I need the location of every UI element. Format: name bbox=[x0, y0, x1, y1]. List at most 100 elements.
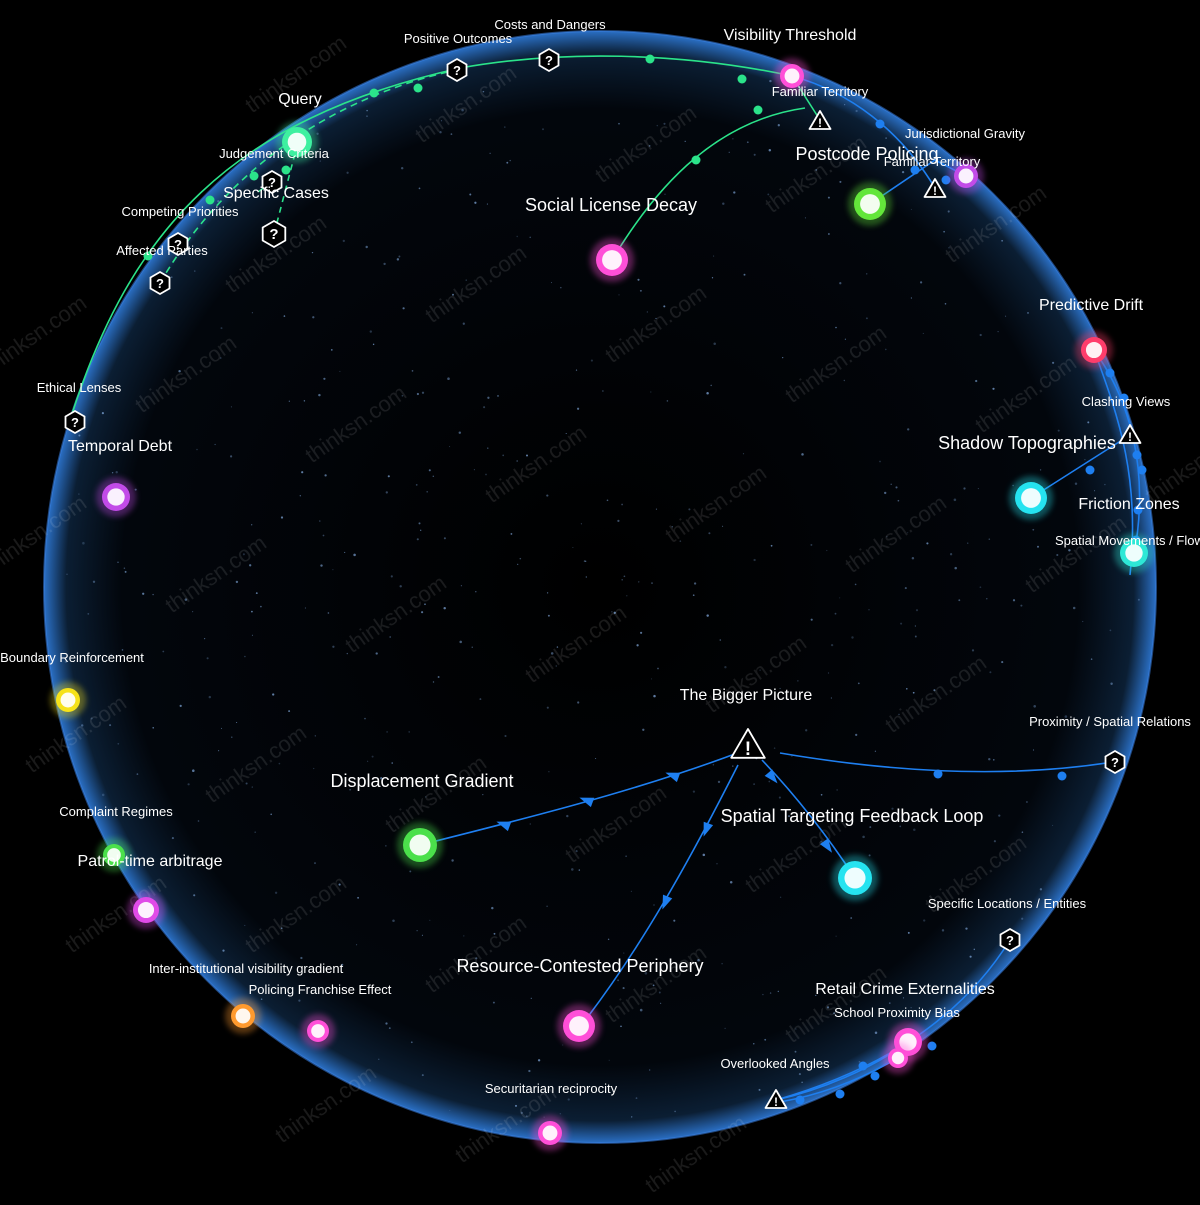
star bbox=[1072, 606, 1076, 610]
star bbox=[712, 764, 715, 766]
node-resource-contested-periphery[interactable]: Resource-Contested Periphery bbox=[456, 956, 704, 1048]
star bbox=[392, 919, 395, 923]
node-core bbox=[958, 168, 974, 184]
node-inter-institutional-visibility-gradient[interactable]: Inter-institutional visibility gradient bbox=[149, 961, 344, 1034]
exclamation-icon: ! bbox=[1128, 430, 1132, 444]
star bbox=[973, 948, 976, 951]
node-school-proximity-bias[interactable]: School Proximity Bias bbox=[834, 1005, 960, 1074]
star bbox=[235, 580, 239, 584]
star bbox=[1074, 482, 1078, 485]
star bbox=[1021, 917, 1024, 920]
star bbox=[330, 349, 333, 351]
star bbox=[298, 999, 301, 1002]
star bbox=[604, 965, 606, 967]
star bbox=[711, 277, 714, 279]
node-core bbox=[542, 1125, 558, 1141]
question-mark-icon: ? bbox=[269, 226, 278, 243]
marker-the-bigger-picture[interactable]: !The Bigger Picture bbox=[680, 687, 813, 760]
star bbox=[801, 453, 804, 456]
star bbox=[300, 956, 303, 960]
marker-specific-cases[interactable]: ?Specific Cases bbox=[223, 185, 329, 249]
star bbox=[439, 131, 442, 134]
node-boundary-reinforcement[interactable]: Boundary Reinforcement bbox=[0, 650, 144, 718]
star bbox=[1094, 490, 1096, 492]
node-securitarian-reciprocity[interactable]: Securitarian reciprocity bbox=[485, 1081, 618, 1151]
node-spatial-movements-flows[interactable]: Spatial Movements / Flows bbox=[1055, 533, 1200, 548]
marker-clashing-views[interactable]: !Clashing Views bbox=[1082, 394, 1171, 444]
star bbox=[92, 580, 96, 583]
marker-specific-locations-entities[interactable]: ?Specific Locations / Entities bbox=[928, 896, 1087, 953]
marker-affected-parties[interactable]: ?Affected Parties bbox=[116, 243, 208, 296]
star bbox=[236, 721, 238, 724]
star bbox=[178, 369, 181, 373]
star bbox=[383, 262, 386, 266]
star bbox=[251, 524, 253, 526]
node-friction-zones[interactable]: Friction Zones bbox=[1078, 496, 1180, 573]
link-dot-blue bbox=[1105, 368, 1115, 378]
node-complaint-regimes[interactable]: Complaint Regimes bbox=[59, 804, 173, 872]
star bbox=[827, 196, 830, 199]
star bbox=[580, 523, 583, 525]
node-shadow-topographies[interactable]: Shadow Topographies bbox=[938, 433, 1116, 520]
node-core bbox=[891, 1051, 905, 1065]
marker-costs-and-dangers[interactable]: ?Costs and Dangers bbox=[494, 17, 606, 73]
star bbox=[162, 650, 165, 653]
star bbox=[617, 979, 620, 982]
star bbox=[663, 305, 666, 308]
star bbox=[868, 854, 871, 857]
star bbox=[710, 384, 712, 387]
marker-familiar-territory[interactable]: !Familiar Territory bbox=[772, 84, 869, 130]
marker-jurisdictional-gravity[interactable]: !Jurisdictional Gravity bbox=[905, 126, 1025, 198]
star bbox=[673, 919, 676, 922]
star bbox=[653, 694, 656, 698]
star bbox=[753, 153, 756, 156]
star bbox=[907, 428, 910, 431]
star bbox=[313, 767, 315, 770]
marker-label: Familiar Territory bbox=[772, 84, 869, 99]
node-spatial-targeting-feedback-loop[interactable]: Spatial Targeting Feedback Loop bbox=[721, 806, 984, 901]
star bbox=[724, 1027, 726, 1030]
marker-overlooked-angles[interactable]: !Overlooked Angles bbox=[720, 1056, 830, 1109]
node-postcode-policing[interactable]: Postcode Policing bbox=[795, 144, 939, 226]
star bbox=[902, 997, 905, 999]
node-social-license-decay[interactable]: Social License Decay bbox=[525, 195, 697, 282]
node-visibility-threshold[interactable]: Visibility Threshold bbox=[724, 27, 857, 94]
star bbox=[319, 520, 321, 522]
marker-positive-outcomes[interactable]: ?Positive Outcomes bbox=[404, 31, 513, 83]
star bbox=[567, 1098, 570, 1101]
link-arrow bbox=[703, 821, 714, 837]
star bbox=[277, 156, 280, 159]
node-displacement-gradient[interactable]: Displacement Gradient bbox=[330, 771, 514, 868]
node-patrol-time-arbitrage[interactable]: Patrol-time arbitrage bbox=[78, 853, 223, 929]
star bbox=[324, 474, 327, 477]
star bbox=[958, 599, 961, 602]
star bbox=[323, 377, 326, 380]
node-query[interactable]: Query bbox=[276, 91, 322, 163]
star bbox=[1021, 831, 1024, 833]
star bbox=[193, 894, 196, 897]
link-dot-green bbox=[691, 155, 701, 165]
star bbox=[769, 992, 772, 994]
marker-ethical-lenses[interactable]: ?Ethical Lenses bbox=[37, 380, 122, 435]
marker-judgement-criteria[interactable]: ?Judgement Criteria bbox=[219, 146, 330, 195]
star bbox=[443, 537, 446, 540]
star bbox=[642, 728, 645, 731]
star bbox=[487, 396, 490, 399]
star bbox=[885, 137, 887, 139]
node-policing-franchise-effect[interactable]: Policing Franchise Effect bbox=[249, 982, 392, 1048]
marker-proximity-spatial-relations[interactable]: ?Proximity / Spatial Relations bbox=[1029, 714, 1191, 775]
star bbox=[844, 338, 847, 340]
star bbox=[206, 657, 209, 660]
node-temporal-debt[interactable]: Temporal Debt bbox=[68, 438, 173, 517]
node-familiar-territory-2[interactable]: Familiar Territory bbox=[884, 154, 984, 194]
star bbox=[432, 475, 435, 478]
star bbox=[208, 695, 212, 699]
marker-competing-priorities[interactable]: ?Competing Priorities bbox=[121, 204, 239, 257]
star bbox=[901, 170, 905, 174]
star bbox=[941, 929, 945, 932]
star bbox=[855, 733, 858, 737]
star bbox=[768, 780, 771, 783]
star bbox=[575, 369, 578, 371]
node-predictive-drift[interactable]: Predictive Drift bbox=[1039, 297, 1144, 369]
